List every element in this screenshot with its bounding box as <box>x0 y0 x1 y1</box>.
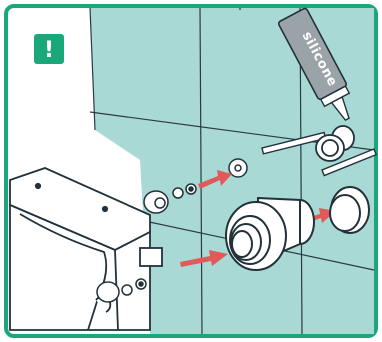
warning-badge: ! <box>34 34 64 64</box>
warning-icon: ! <box>44 38 54 63</box>
end-cap <box>330 187 369 233</box>
